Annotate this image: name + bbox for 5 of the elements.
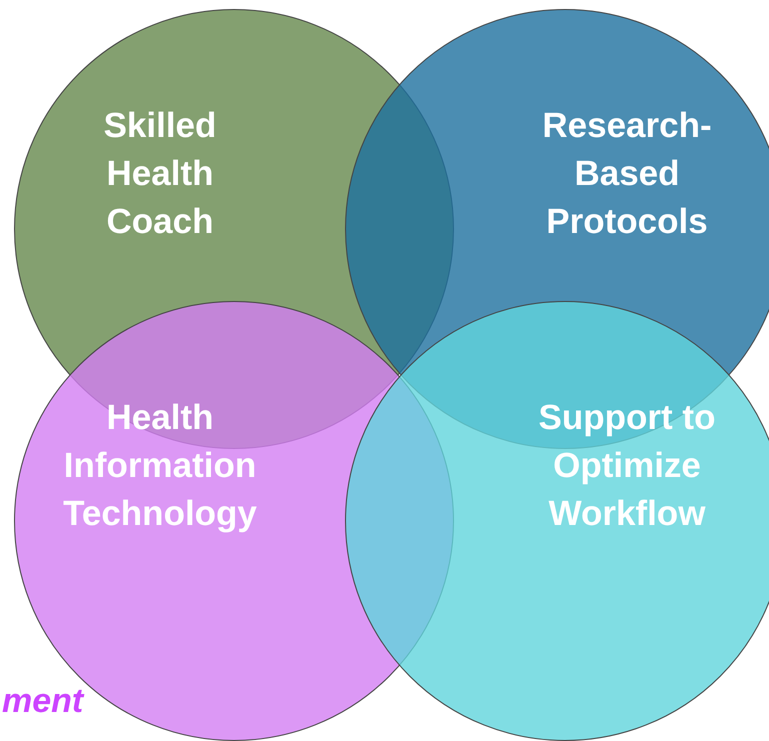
circle-label: Health Information Technology [62,397,258,535]
circle-label: Support to Optimize Workflow [538,397,716,535]
circle-label: Skilled Health Coach [102,105,218,243]
caption-text: ment [2,681,84,722]
circle-label: Research-Based Protocols [541,105,713,243]
